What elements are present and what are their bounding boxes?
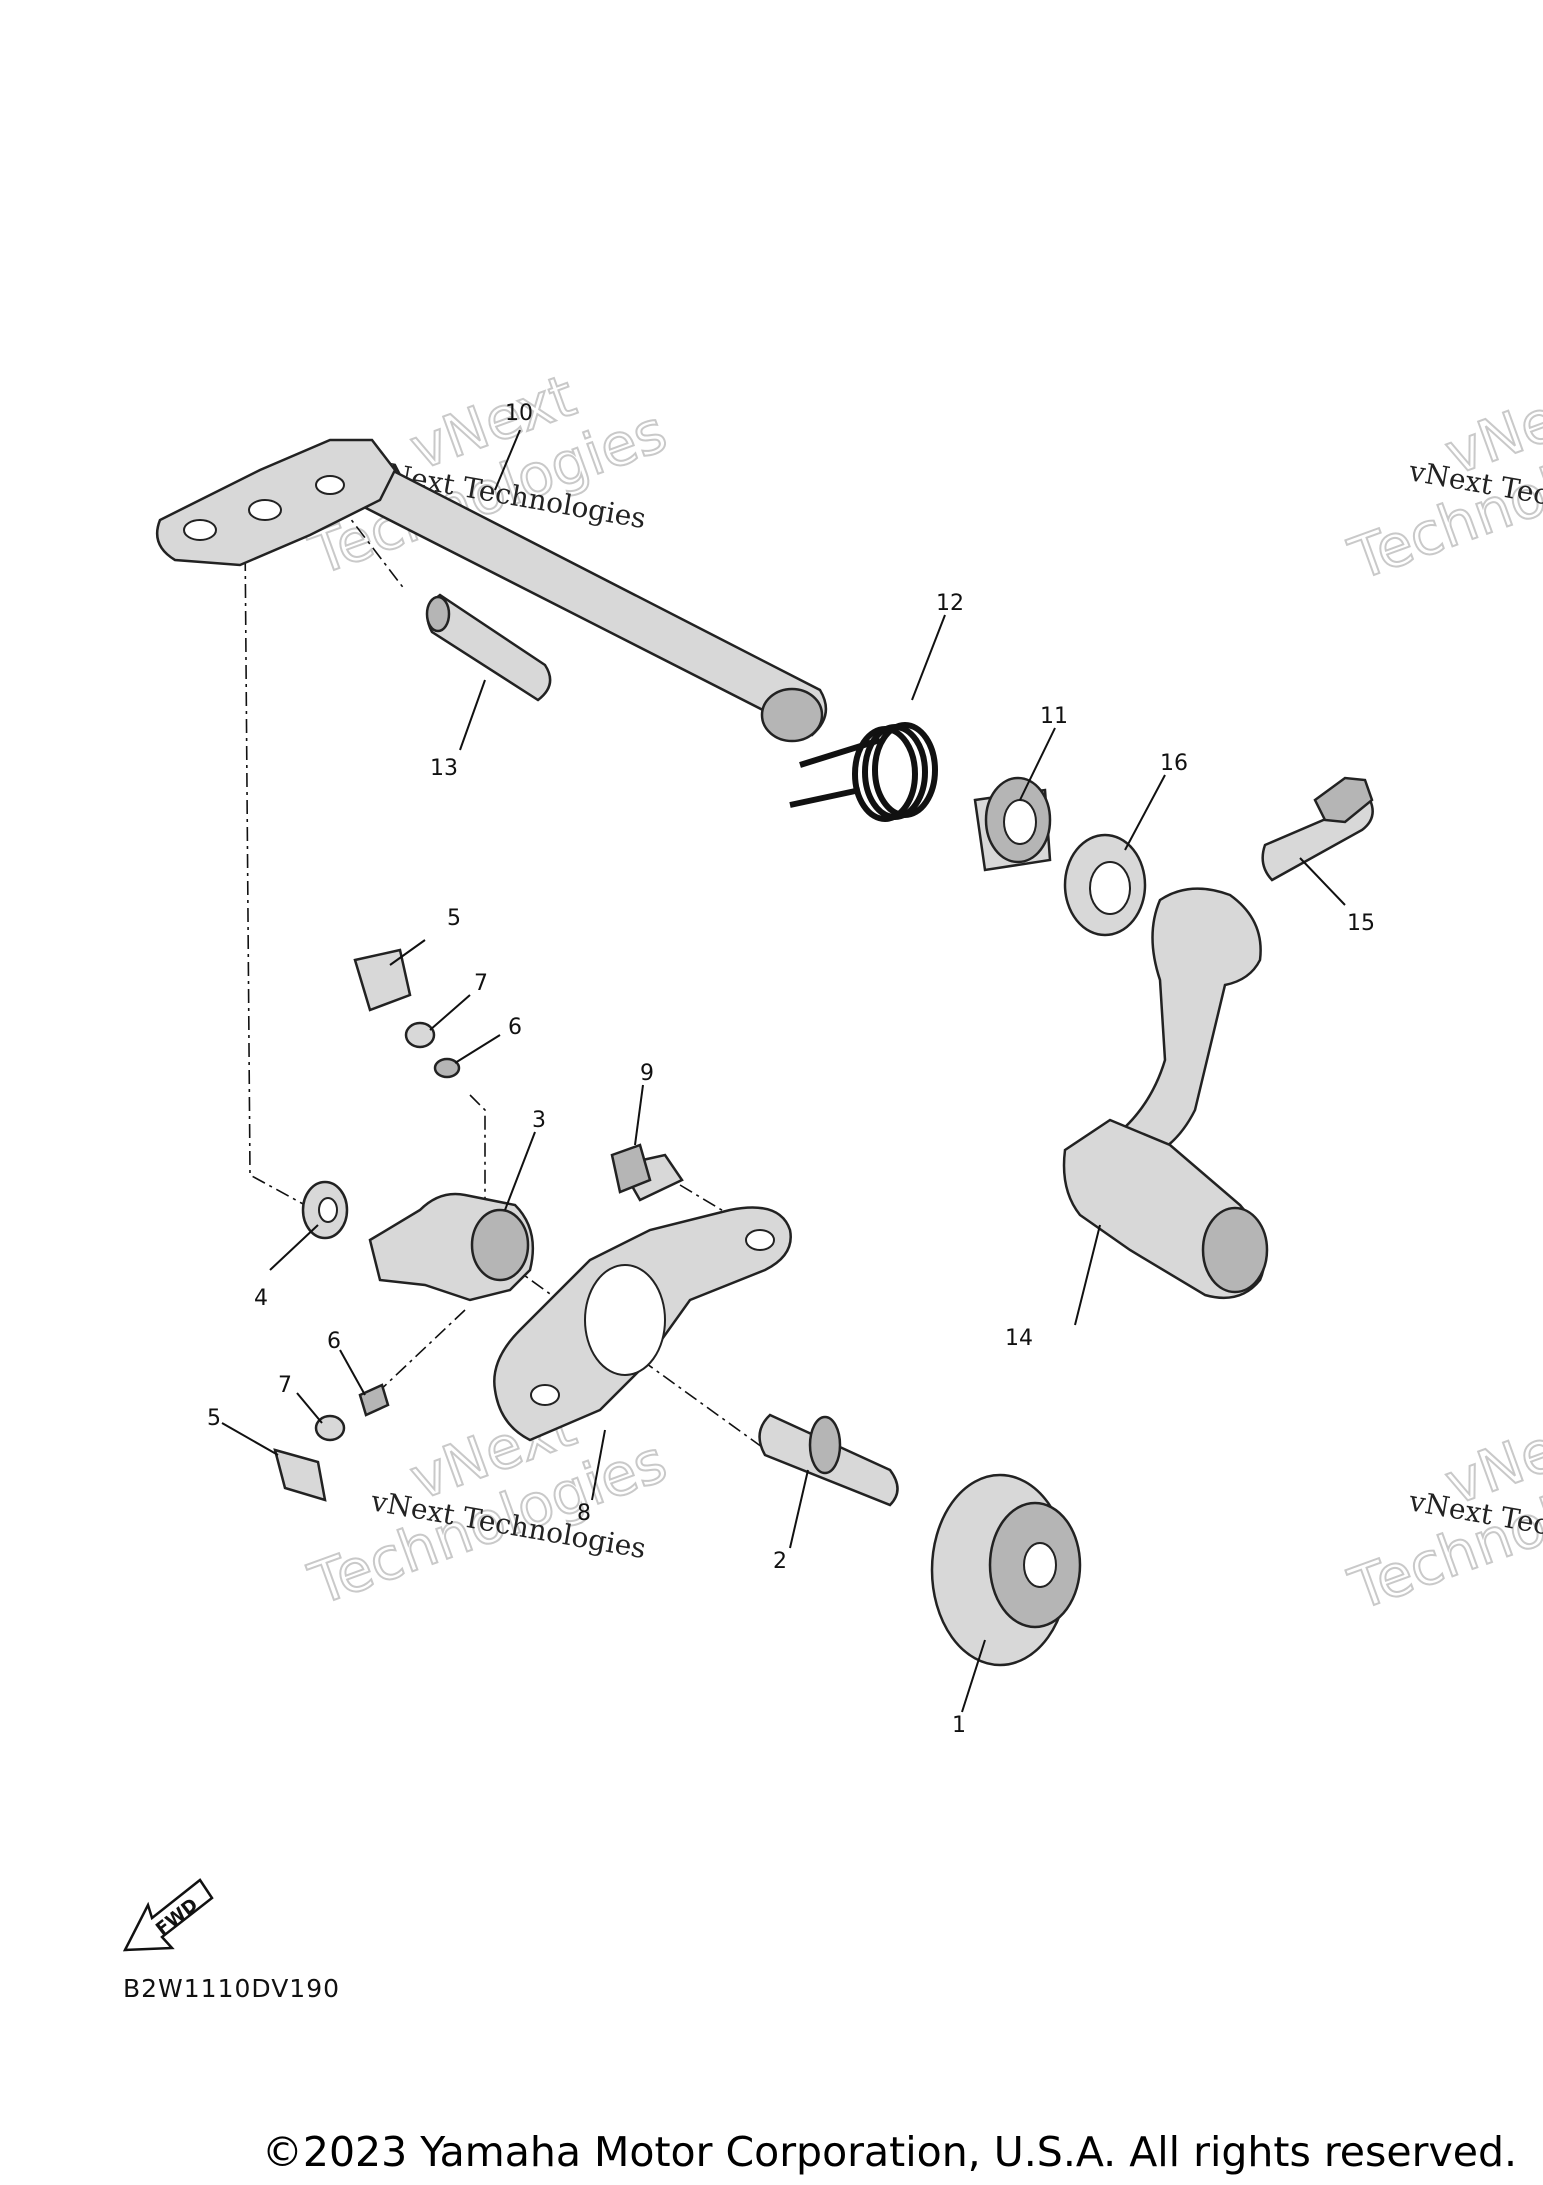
- watermark-bottom-left: vNext Technologies vNext Technologies: [300, 1390, 676, 1619]
- leader-6b: [339, 1349, 366, 1396]
- leader-8: [591, 1429, 606, 1501]
- pedal-arm: [1107, 887, 1262, 1162]
- callout-8: 8: [577, 1501, 591, 1526]
- leader-3: [504, 1131, 536, 1211]
- plate-center-hole: [584, 1264, 666, 1376]
- guide-line-bolt: [679, 1184, 731, 1216]
- callout-numbers: 10 12 11 16 15 13 5 7 6 9 3 4 14 6 7 5 8…: [207, 401, 1375, 1738]
- leader-9: [634, 1084, 644, 1146]
- lever-hole: [183, 519, 217, 541]
- leader-15: [1299, 857, 1346, 906]
- callout-14: 14: [1005, 1326, 1033, 1351]
- callout-11: 11: [1040, 704, 1068, 729]
- leader-4: [269, 1224, 319, 1271]
- callout-leaders: [221, 429, 1346, 1713]
- pedal-tip: [1201, 1206, 1269, 1294]
- plate-hole: [745, 1229, 775, 1251]
- fwd-arrow: FWD: [122, 1878, 214, 1952]
- shaft-collar: [808, 1415, 842, 1475]
- guide-line-spring-upper: [469, 1094, 486, 1205]
- plate-hole: [530, 1384, 560, 1406]
- part-13-pin: [425, 593, 552, 702]
- callout-6-lower: 6: [327, 1329, 341, 1354]
- arm-boss: [470, 1208, 530, 1282]
- leader-12: [911, 614, 946, 701]
- fwd-arrow-icon: [122, 1878, 214, 1952]
- leader-14: [1074, 1224, 1101, 1326]
- part-16-oil-seal: [1063, 833, 1147, 937]
- callout-7-upper: 7: [474, 971, 488, 996]
- part-9-bolt: [610, 1143, 684, 1202]
- leader-10: [494, 429, 521, 491]
- callout-1: 1: [952, 1713, 966, 1738]
- shaft-end-spline: [760, 687, 824, 743]
- leader-1: [961, 1639, 986, 1713]
- part-11-collar: [973, 776, 1052, 872]
- part-12-torsion-spring: [789, 722, 938, 822]
- part-3-shift-arm: [368, 1192, 535, 1302]
- lever-hole: [315, 475, 345, 495]
- callout-10: 10: [505, 401, 533, 426]
- callout-12: 12: [936, 591, 964, 616]
- guide-line-lever-to-collar: [244, 529, 306, 1206]
- pin-end: [425, 595, 451, 633]
- seal-inner: [1089, 861, 1131, 915]
- leader-11: [1019, 727, 1056, 801]
- part-2-shaft: [758, 1413, 899, 1507]
- part-5-pawl: [273, 1448, 327, 1502]
- washer-inner: [318, 1197, 338, 1223]
- guide-line-pin: [339, 504, 406, 591]
- part-15-bolt: [1261, 776, 1374, 882]
- part-5-pawl: [353, 948, 412, 1012]
- part-6-spring: [433, 1057, 461, 1079]
- spring-leg: [789, 787, 861, 808]
- leader-7b: [296, 1392, 323, 1424]
- part-10-shift-shaft: [155, 438, 828, 743]
- copyright-notice: ©2023 Yamaha Motor Corporation, U.S.A. A…: [261, 2128, 1517, 2176]
- callout-16: 16: [1160, 751, 1188, 776]
- part-6-spring: [358, 1383, 390, 1417]
- callout-9: 9: [640, 1061, 654, 1086]
- callout-15: 15: [1347, 911, 1375, 936]
- lever-hole: [248, 499, 282, 521]
- part-1-drum: [930, 1473, 1082, 1667]
- upper-pawl-set: [353, 948, 461, 1079]
- callout-3: 3: [532, 1108, 546, 1133]
- callout-5-upper: 5: [447, 906, 461, 931]
- diagram-code: B2W1110DV190: [123, 1974, 340, 2003]
- part-8-plate: [493, 1206, 792, 1442]
- leader-5a: [389, 939, 426, 966]
- leader-2: [789, 1469, 809, 1549]
- leader-13: [459, 679, 486, 751]
- watermark-top-right: vNext Technologies vNext Technologies: [1340, 365, 1543, 594]
- drum-center: [1023, 1542, 1057, 1588]
- part-7-pin: [404, 1021, 436, 1049]
- part-7-pin: [314, 1414, 346, 1442]
- bolt-head: [610, 1143, 652, 1194]
- bolt-head: [1313, 776, 1374, 824]
- watermark-bottom-right: vNext Technologies vNext Technologies: [1340, 1395, 1543, 1624]
- callout-4: 4: [254, 1286, 268, 1311]
- callout-13: 13: [430, 756, 458, 781]
- part-14-shift-pedal: [1062, 887, 1269, 1300]
- callout-7-lower: 7: [278, 1373, 292, 1398]
- spring-leg: [799, 737, 881, 768]
- callout-5-lower: 5: [207, 1406, 221, 1431]
- leader-16: [1124, 774, 1166, 851]
- collar-bore: [1003, 799, 1037, 845]
- guide-line-spring-lower: [374, 1309, 466, 1396]
- leader-6a: [454, 1034, 501, 1064]
- part-4-washer: [301, 1180, 349, 1240]
- leader-5b: [221, 1422, 279, 1456]
- callout-2: 2: [773, 1549, 787, 1574]
- lower-pawl-set: [273, 1383, 390, 1502]
- leader-7a: [429, 994, 471, 1031]
- callout-6-upper: 6: [508, 1015, 522, 1040]
- spring-coil: [852, 726, 918, 822]
